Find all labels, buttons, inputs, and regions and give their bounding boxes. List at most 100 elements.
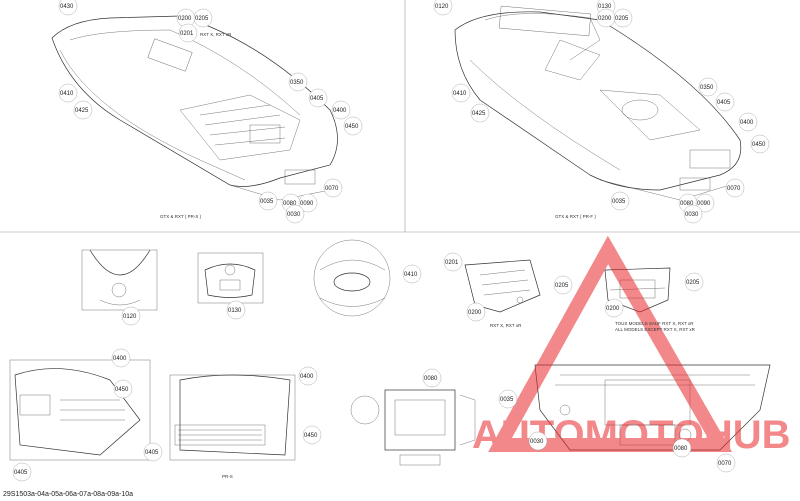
watermark-triangle-mark <box>488 235 733 452</box>
callout-bubble <box>343 116 363 136</box>
callout-bubble <box>604 298 624 318</box>
callout-0130: 0130 <box>228 308 242 314</box>
callout-bubble <box>12 462 32 482</box>
callout-bubble <box>308 88 328 108</box>
bottom-engine-drawing <box>350 389 476 466</box>
callout-0410: 0410 <box>60 91 74 97</box>
callout-bubble <box>738 112 758 132</box>
footer-code: 29S1503a-04a-05a-06a-07a-08a-09a-10a <box>3 491 133 498</box>
watermark-logo: AUTOMOTOHUB <box>472 235 791 457</box>
callout-0201: 0201 <box>180 31 194 37</box>
callout-bubble <box>698 77 718 97</box>
top-left-jetski-drawing <box>51 15 338 201</box>
callout-bubble <box>433 0 453 16</box>
callout-0410: 0410 <box>453 91 467 97</box>
callout-0035: 0035 <box>500 397 514 403</box>
callout-bubble <box>750 134 770 154</box>
detail-0200-drawing <box>464 259 541 313</box>
callout-bubble <box>58 83 78 103</box>
callout-0201: 0201 <box>445 260 459 266</box>
callout-0035: 0035 <box>260 199 274 205</box>
callout-0030: 0030 <box>287 212 301 218</box>
callout-bubble <box>58 0 78 16</box>
bottom-pr-s-detail-drawing <box>169 374 296 461</box>
callout-0200: 0200 <box>606 306 620 312</box>
callout-labels: 0430 0200 0205 0201 0410 0425 0350 0405 0400 0450… <box>12 0 770 482</box>
callout-bubble <box>715 92 735 112</box>
callout-bubble <box>226 300 246 320</box>
callout-0425: 0425 <box>472 111 486 117</box>
callout-0205: 0205 <box>555 283 569 289</box>
callout-0200: 0200 <box>178 16 192 22</box>
callout-0405: 0405 <box>14 470 28 476</box>
callout-bubble <box>331 100 351 120</box>
callout-0450: 0450 <box>752 142 766 148</box>
callout-bubble <box>113 379 133 399</box>
callout-0400: 0400 <box>300 374 314 380</box>
detail-0130-drawing <box>197 252 264 304</box>
callout-bubble <box>684 272 704 292</box>
callout-0405: 0405 <box>310 96 324 102</box>
callout-0070: 0070 <box>325 186 339 192</box>
callout-bubble <box>610 191 630 211</box>
callout-0400: 0400 <box>333 108 347 114</box>
callout-bubble <box>143 442 163 462</box>
callout-0450: 0450 <box>115 387 129 393</box>
callout-0450: 0450 <box>345 124 359 130</box>
callout-bubble <box>716 453 736 473</box>
callout-0430: 0430 <box>60 4 74 10</box>
top-left-note: RXT X, RXT xR <box>200 32 232 37</box>
callout-bubble <box>443 252 463 272</box>
callout-bubble <box>298 193 318 213</box>
callout-bubble <box>193 8 213 28</box>
callout-bubble <box>725 178 745 198</box>
callout-0410: 0410 <box>404 272 418 278</box>
callout-0070: 0070 <box>718 461 732 467</box>
callout-0080: 0080 <box>283 201 297 207</box>
callout-0425: 0425 <box>75 108 89 114</box>
callout-0400: 0400 <box>113 356 127 362</box>
detail-0200-note: RXT X, RXT xR <box>490 323 522 328</box>
callout-0120: 0120 <box>435 4 449 10</box>
watermark-text: AUTOMOTOHUB <box>472 413 791 457</box>
callout-0400: 0400 <box>740 120 754 126</box>
callout-bubble <box>422 368 442 388</box>
pr-s-caption: PR-S <box>222 474 233 479</box>
callout-bubble <box>613 8 633 28</box>
callout-bubble <box>553 275 573 295</box>
callout-0090: 0090 <box>300 201 314 207</box>
callout-bubble <box>683 204 703 224</box>
callout-bubble <box>466 302 486 322</box>
top-left-caption: GTX & RXT ( PR-S ) <box>160 214 202 219</box>
callout-bubble <box>298 366 318 386</box>
callout-bubble <box>528 431 548 451</box>
callout-bubble <box>672 438 692 458</box>
callout-bubble <box>285 204 305 224</box>
callout-0070: 0070 <box>727 186 741 192</box>
callout-0030: 0030 <box>530 439 544 445</box>
detail-0200-0205-note-2: ALL MODELS EXCEPT RXT X, RXT xR <box>615 327 696 332</box>
callout-0205: 0205 <box>686 280 700 286</box>
detail-0120-drawing <box>81 249 158 311</box>
callout-bubble <box>288 72 308 92</box>
callout-bubble <box>111 348 131 368</box>
callout-bubble <box>323 178 343 198</box>
callout-0200: 0200 <box>598 16 612 22</box>
top-right-jetski-drawing <box>454 5 742 201</box>
callout-bubble <box>498 389 518 409</box>
callout-0080: 0080 <box>424 376 438 382</box>
detail-0410-drawing <box>313 239 391 317</box>
callout-bubble <box>73 100 93 120</box>
detail-0200-0205-note-1: TOUS MODELS SAUF RXT X, RXT xR <box>615 321 694 326</box>
callout-bubble <box>121 306 141 326</box>
callout-0130: 0130 <box>598 4 612 10</box>
bottom-left-detail-drawing <box>9 359 151 461</box>
callout-bubble <box>258 191 278 211</box>
callout-0350: 0350 <box>290 80 304 86</box>
callout-0450: 0450 <box>304 433 318 439</box>
callout-0200: 0200 <box>468 310 482 316</box>
callout-bubble <box>402 264 422 284</box>
callout-0350: 0350 <box>700 85 714 91</box>
callout-bubble <box>451 83 471 103</box>
